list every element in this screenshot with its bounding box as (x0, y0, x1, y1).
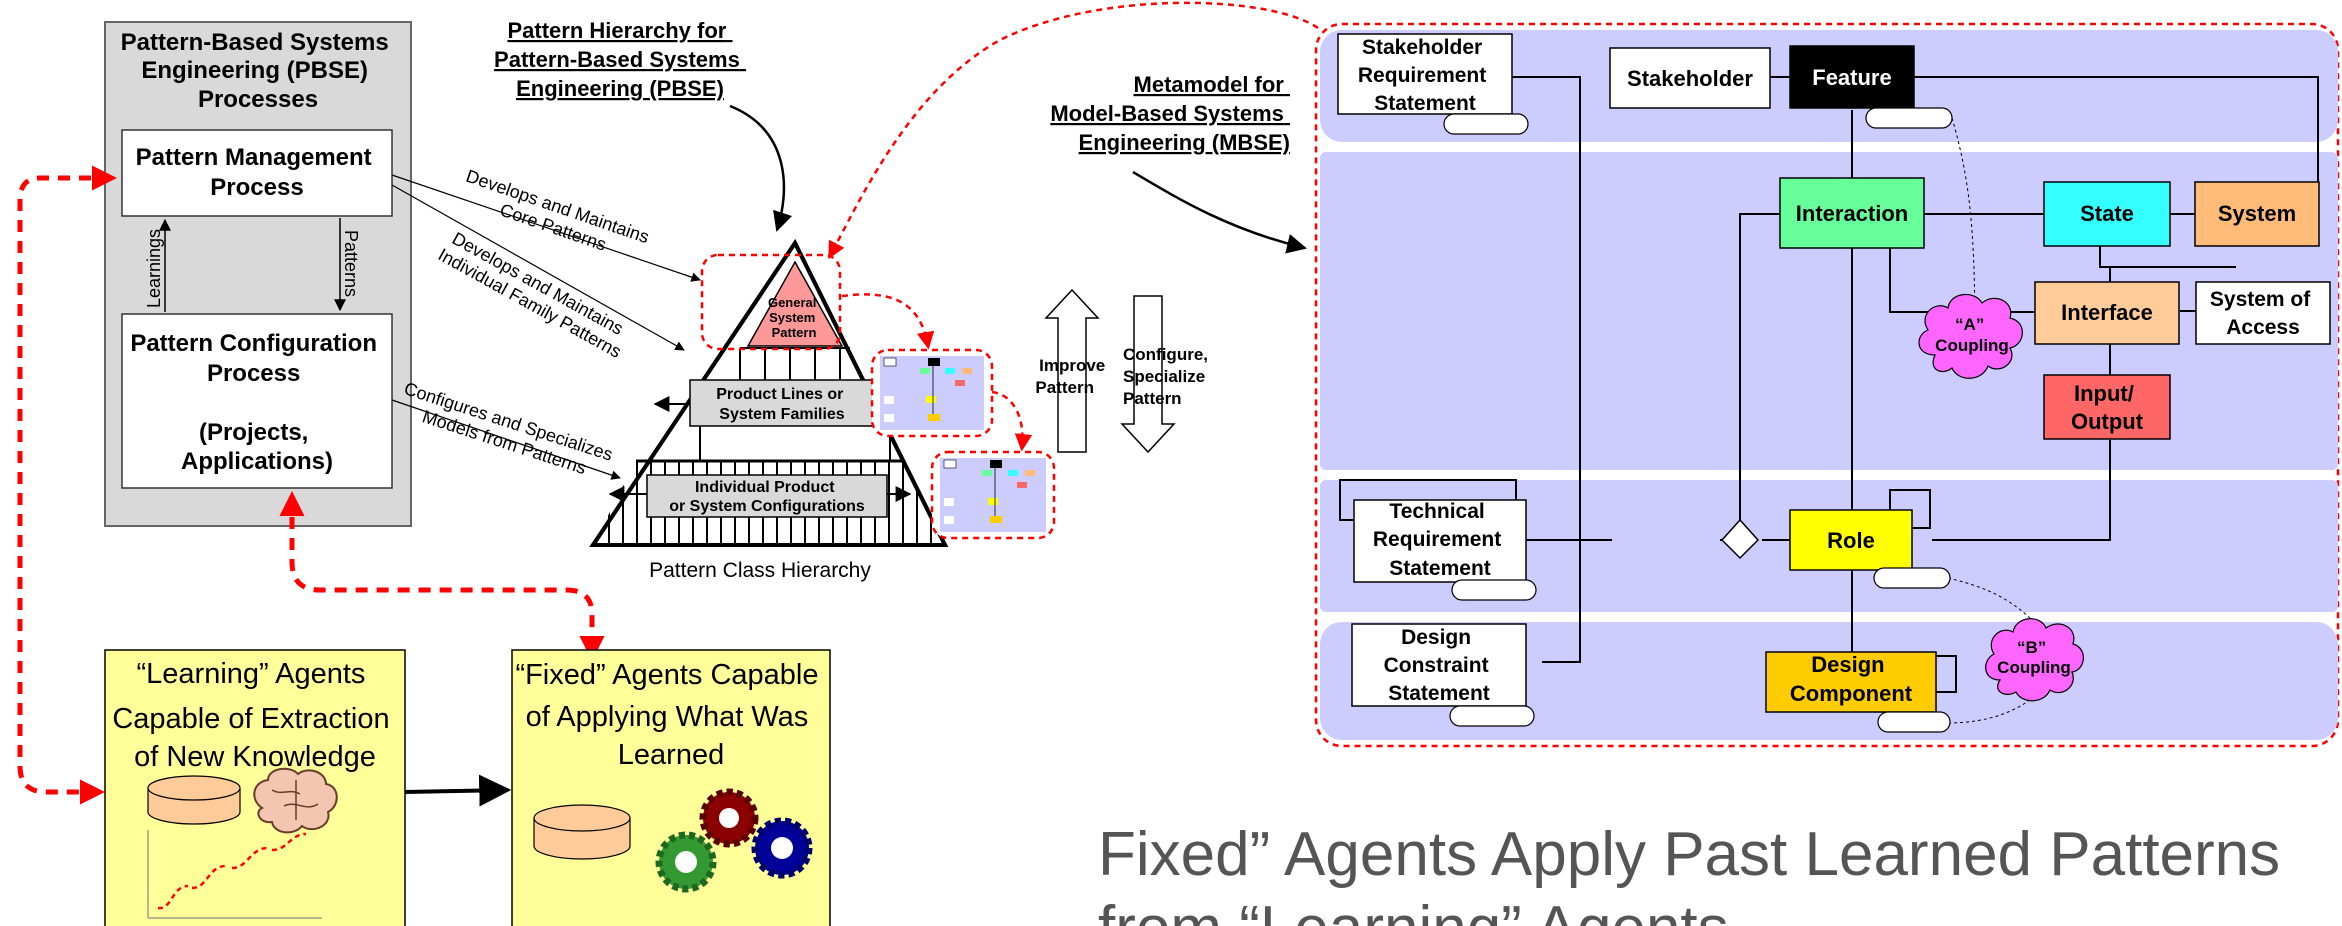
specialized-pattern-thumbnail-1[interactable] (870, 348, 994, 438)
product-lines-box[interactable]: Product Lines or System Families (653, 379, 875, 427)
svg-text:State: State (2080, 201, 2134, 226)
improve-pattern-arrow: Improve Pattern (1035, 288, 1110, 453)
general-system-pattern[interactable]: General System Pattern (746, 260, 844, 347)
svg-text:System of Access: System of Access (2210, 288, 2316, 339)
edge-family-line: Individual Family Patterns (435, 244, 625, 361)
svg-text:Pattern Configuration: Pattern Configuration Process (Projects,… (130, 330, 383, 475)
interaction-node[interactable]: Interaction (1779, 177, 1925, 249)
svg-text:Interaction: Interaction (1796, 201, 1908, 226)
specialized-pattern-thumbnail-2[interactable] (930, 450, 1056, 540)
svg-text:Stakeholder: Stakeholder (1627, 66, 1753, 91)
svg-text:Improve Pattern: Improve Pattern (1035, 356, 1110, 397)
svg-text:Role: Role (1827, 528, 1875, 553)
design-component-node[interactable]: Design Component (1765, 651, 1951, 733)
svg-text:Design Component: Design Component (1790, 652, 1913, 706)
svg-text:Feature: Feature (1812, 65, 1891, 90)
svg-text:Pattern Hierarchy for Pa: Pattern Hierarchy for Pattern-Based Syst… (494, 18, 746, 101)
svg-text:Configure, Specialize: Configure, Specialize Pattern (1123, 345, 1213, 408)
pbse-title-line: Engineering (PBSE) (141, 57, 368, 84)
fixed-agents-box[interactable]: “Fixed” Agents Capable of Applying What … (511, 649, 831, 926)
learnings-label: Learnings (144, 229, 164, 308)
svg-text:“Learning” Agents Capabl: “Learning” Agents Capable of Extraction … (112, 658, 397, 773)
pbse-title-line: Processes (198, 86, 318, 113)
svg-text:Pattern Management Pro: Pattern Management Process (136, 144, 379, 201)
svg-text:System: System (2218, 201, 2296, 226)
configure-pattern-arrow: Configure, Specialize Pattern (1120, 295, 1213, 454)
feature-node[interactable]: Feature (1789, 45, 1953, 129)
pattern-class-hierarchy: General System Pattern Product Lines or … (589, 239, 949, 582)
metamodel-title: Metamodel for Model-Based Systems Engine… (1050, 72, 1307, 254)
svg-text:General System: General System Pattern (768, 295, 820, 340)
svg-text:“B” Coupling: “B” Coupling (1997, 638, 2071, 677)
database-icon (147, 775, 241, 825)
pbse-title-line: Pattern-Based Systems (121, 29, 389, 56)
state-node[interactable]: State (2043, 181, 2171, 247)
interface-node[interactable]: Interface (2034, 281, 2180, 345)
coupling-b-cloud[interactable]: “B” Coupling (1985, 618, 2084, 702)
stakeholder-node[interactable]: Stakeholder (1609, 47, 1771, 109)
gears-icon (655, 788, 813, 893)
individual-configurations-box[interactable]: Individual Product or System Configurati… (608, 474, 912, 518)
svg-text:Design Constraint: Design Constraint Statement (1384, 626, 1495, 705)
coupling-a-cloud[interactable]: “A” Coupling (1918, 294, 2023, 379)
red-dashed-connectors (17, 165, 605, 805)
slide-caption: Fixed” Agents Apply Past Learned Pattern… (1098, 820, 2281, 926)
learning-curve-icon (147, 830, 322, 919)
input-output-node[interactable]: Input/ Output (2043, 374, 2171, 440)
stakeholder-requirement-statement[interactable]: Stakeholder Requirement Statement (1337, 33, 1529, 135)
pattern-hierarchy-title: Pattern Hierarchy for Pattern-Based Syst… (494, 18, 793, 232)
svg-text:Input/ Output: Input/ Output (2071, 381, 2144, 434)
svg-text:Individual Product or: Individual Product or System Configurati… (669, 479, 865, 515)
pattern-class-hierarchy-caption: Pattern Class Hierarchy (649, 559, 871, 582)
svg-text:“Fixed” Agents Capable o: “Fixed” Agents Capable of Applying What … (515, 659, 826, 771)
pbse-processes-panel: Pattern-Based Systems Engineering (PBSE)… (104, 21, 412, 527)
brain-icon (253, 767, 338, 834)
system-of-access-node[interactable]: System of Access (2195, 281, 2331, 345)
role-node[interactable]: Role (1789, 509, 1951, 589)
mbse-metamodel: Stakeholder Requirement Statement Stakeh… (1314, 22, 2340, 748)
design-constraint-statement[interactable]: Design Constraint Statement (1351, 623, 1535, 727)
pattern-management-process[interactable]: Pattern Management Process (121, 129, 393, 217)
technical-requirement-statement[interactable]: Technical Requirement Statement (1353, 499, 1537, 601)
process-edges: Develops and Maintains Core Patterns Dev… (391, 166, 701, 486)
svg-text:Interface: Interface (2061, 300, 2153, 325)
system-node[interactable]: System (2194, 181, 2320, 247)
svg-text:Technical Requirement: Technical Requirement Statement (1373, 500, 1507, 580)
svg-text:Stakeholder Requiremen: Stakeholder Requirement Statement (1358, 36, 1492, 115)
svg-text:Metamodel for Model-Base: Metamodel for Model-Based Systems Engine… (1050, 72, 1290, 155)
svg-text:“A” Coupling: “A” Coupling (1935, 315, 2009, 355)
patterns-label: Patterns (341, 230, 361, 297)
svg-text:Configures and Specializes: Configures and Specializes Models from P… (395, 378, 620, 486)
database-icon (533, 804, 631, 860)
learning-agents-box[interactable]: “Learning” Agents Capable of Extraction … (104, 649, 406, 926)
svg-text:Product Lines or Syste: Product Lines or System Families (716, 386, 848, 423)
pattern-configuration-process[interactable]: Pattern Configuration Process (Projects,… (121, 313, 393, 489)
svg-text:Pattern-Based Systems En: Pattern-Based Systems Engineering (PBSE)… (121, 29, 396, 113)
